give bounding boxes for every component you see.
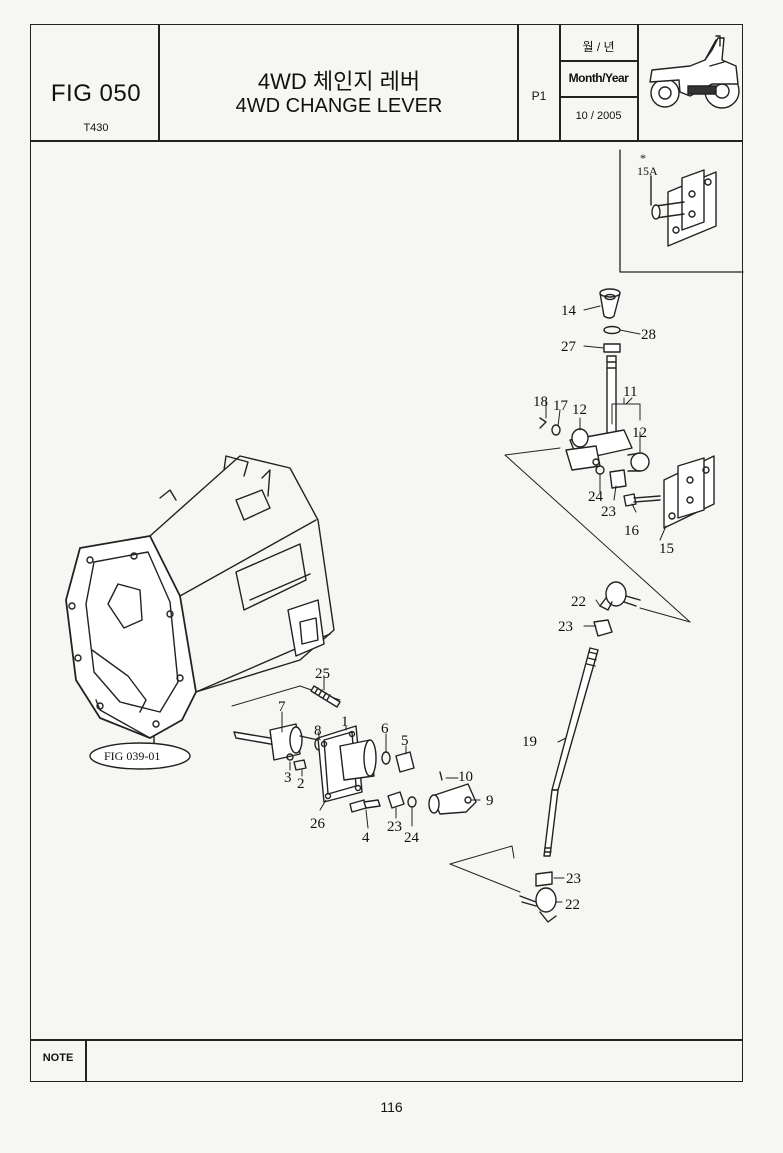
header-divider xyxy=(30,140,743,142)
callout-5: 5 xyxy=(401,733,409,749)
callout-22-lower: 22 xyxy=(565,897,580,913)
lever-boss xyxy=(565,428,650,472)
callout-23-rod-upper: 23 xyxy=(558,619,573,635)
figure-number: FIG 050 xyxy=(50,80,142,107)
callout-28: 28 xyxy=(641,327,656,343)
callout-14: 14 xyxy=(561,303,577,319)
callout-11: 11 xyxy=(623,384,637,400)
ball-joint-22-lower xyxy=(519,887,557,923)
washer-24-lower xyxy=(407,796,417,808)
callout-12-left: 12 xyxy=(572,402,587,418)
month-year-value: 10 / 2005 xyxy=(575,110,622,122)
page-frame xyxy=(30,24,743,1082)
page-number: 116 xyxy=(380,1099,403,1115)
callout-17: 17 xyxy=(553,398,569,414)
callout-23-lower: 23 xyxy=(387,819,402,835)
nut-23-lower xyxy=(387,791,405,809)
pin-18 xyxy=(539,417,547,429)
washer-6 xyxy=(381,751,391,765)
lever-rod-11 xyxy=(606,355,617,441)
month-year-divider-2 xyxy=(559,96,637,98)
page-code: P1 xyxy=(531,89,547,103)
rod-19 xyxy=(543,647,599,857)
inset-star: * xyxy=(640,151,646,165)
note-col xyxy=(85,1039,87,1082)
callout-24-lower: 24 xyxy=(404,830,420,846)
callout-25: 25 xyxy=(315,666,330,682)
callout-19: 19 xyxy=(522,734,537,750)
title-korean: 4WD 체인지 레버 xyxy=(257,69,421,94)
washer-28 xyxy=(603,325,621,335)
callout-26: 26 xyxy=(310,816,326,832)
transmission-housing xyxy=(65,455,335,747)
bolt-16 xyxy=(623,493,661,507)
bracket-15 xyxy=(663,455,715,529)
nut-23-rod-upper xyxy=(593,619,613,637)
header-col-3 xyxy=(559,24,561,141)
callout-7: 7 xyxy=(278,699,286,715)
nut-23-rod-lower xyxy=(535,871,553,887)
callout-22-upper: 22 xyxy=(571,594,586,610)
header-col-1 xyxy=(158,24,160,141)
callout-6: 6 xyxy=(381,721,389,737)
ball-3 xyxy=(286,753,294,761)
callout-9: 9 xyxy=(486,793,494,809)
month-year-label-ko: 월 / 년 xyxy=(582,40,615,54)
stud-25 xyxy=(310,685,341,708)
inset-label: 15A xyxy=(637,164,658,178)
note-label: NOTE xyxy=(42,1052,74,1064)
callout-1: 1 xyxy=(341,714,349,730)
callout-24-upper: 24 xyxy=(588,489,604,505)
washer-17 xyxy=(551,424,561,436)
callout-23-rod-lower: 23 xyxy=(566,871,581,887)
callout-16: 16 xyxy=(624,523,640,539)
month-year-divider-1 xyxy=(559,60,637,62)
arm-9 xyxy=(428,783,477,815)
callout-2: 2 xyxy=(297,776,305,792)
month-year-label-en: Month/Year xyxy=(568,71,629,85)
callout-18: 18 xyxy=(533,394,548,410)
nut-23-upper xyxy=(609,469,627,489)
header-col-2 xyxy=(517,24,519,141)
header-col-4 xyxy=(637,24,639,141)
title-english: 4WD CHANGE LEVER xyxy=(235,95,443,117)
shaft-7 xyxy=(233,723,319,761)
ball-joint-22-upper xyxy=(599,581,641,611)
note-divider xyxy=(30,1039,743,1041)
callout-10: 10 xyxy=(458,769,473,785)
spring-2 xyxy=(293,759,307,771)
washer-24-upper xyxy=(595,465,605,475)
callout-12-right: 12 xyxy=(632,425,647,441)
callout-15: 15 xyxy=(659,541,674,557)
callout-4: 4 xyxy=(362,830,370,846)
nut-5 xyxy=(395,751,415,773)
inset-15a xyxy=(619,149,744,273)
knob-14 xyxy=(599,288,621,319)
callout-8: 8 xyxy=(314,723,322,739)
nut-27 xyxy=(603,343,621,353)
callout-27: 27 xyxy=(561,339,577,355)
ref-fig-label: FIG 039-01 xyxy=(104,749,160,763)
model-code: T430 xyxy=(83,122,109,134)
tractor-icon xyxy=(649,35,740,109)
callout-23-upper: 23 xyxy=(601,504,616,520)
housing-1 xyxy=(317,725,377,803)
ref-fig-oval xyxy=(89,742,191,770)
pin-10 xyxy=(439,771,443,781)
callout-3: 3 xyxy=(284,770,292,786)
bolt-4 xyxy=(349,799,381,813)
